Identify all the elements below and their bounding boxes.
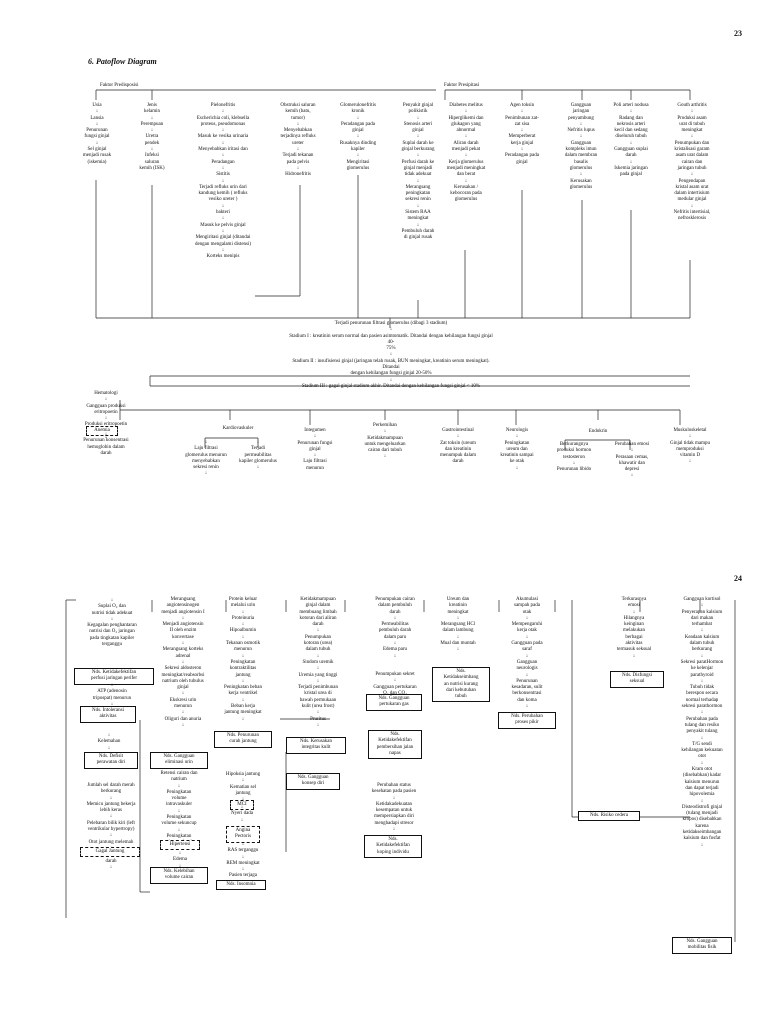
dx-eliminasi-urin: Nds. Gangguan eliminasi urin	[150, 752, 208, 769]
c5-cairan-paru: Penumpukan cairan dalam pembuluh darah ↓…	[375, 597, 415, 659]
dx-perfusi: Nds. Ketidakefektifan perfusi jaringan p…	[74, 668, 154, 685]
branch-endokrin: Endokrin	[588, 429, 608, 434]
branch-perkemihan: Perkemihan ↓ Ketidakmampuan untuk mengel…	[364, 423, 406, 460]
branch-integumen: Integumen ↓ Penurunan fungsi ginjal ↓ La…	[297, 428, 333, 471]
page-23: 23 6. Patoflow Diagram Faktor Predisposi…	[82, 29, 742, 479]
dx-disfungsi-seksual: Nds. Disfungsi seksual	[610, 671, 664, 688]
branch-gastrointestinal: Gastrointestinal ↓ Zat toksin (ureum dan…	[440, 428, 476, 465]
dx-kelebihan-cairan: Nds. Kelebihan volume cairan	[150, 867, 208, 884]
dx-intoleransi: Nds. Intoleransi aktivitas	[80, 706, 136, 723]
dx-risiko-cedera: Nds. Risiko cedera	[578, 811, 640, 822]
c5-sekret: Penumpukan sekret ↓ Gangguan pertukaran …	[373, 672, 417, 696]
c1-atp: ↓ ATP (adenosin tripospat) menurun ↓	[92, 683, 132, 707]
dx-mobilitas-fisik: Nds. Gangguan mobilitas fisik	[672, 937, 732, 954]
dx-proses-pikir: Nds. Perubahan proses pikir	[498, 712, 556, 729]
branch-neurologis: Neurologis ↓ Peningkatan ureum dan kreat…	[500, 428, 534, 471]
dx-anemia: Anemia	[86, 426, 118, 437]
c2-edema: ↓ Edema ↓	[173, 851, 187, 869]
faktor-predisposisi-label: Faktor Predisposisi	[100, 83, 139, 88]
endokrin-right: Perubahan emosi ↓ Perasaan cemas, khawat…	[614, 442, 650, 479]
section-heading: 6. Patoflow Diagram	[88, 57, 157, 66]
branch-kardiovaskuler: Kardiovaskuler	[222, 426, 254, 431]
dx-konsep-diri: Nds. Gangguan konsep diri	[286, 773, 340, 790]
c8-emosi: Terkurasnya emosi ↓ Hilangnya keinginan …	[616, 597, 652, 659]
c4-limbah: Ketidakmampuan ginjal dalam membuang lim…	[297, 597, 339, 728]
dx-curah-jantung: Nds. Penurunan curah jantung	[214, 731, 272, 748]
dx-insomnia: Nds. Insomnia	[216, 880, 266, 891]
cause-gouth: Gouth arthritis ↓ Produksi asam urat di …	[673, 103, 711, 222]
c1-kelemahan: ↓ Kelemahan ↓	[97, 733, 121, 751]
c2-angiotensin: Merangsang angiotensinogen menjadi angio…	[161, 597, 205, 728]
dx-koping: Nds. Ketidakefektifan koping individu	[364, 835, 422, 858]
central-stadium: Terjadi penurunan filtrasi glomerulus (d…	[289, 321, 493, 389]
dx-integritas-kulit: Nds. Kerusakan integritas kulit	[286, 737, 346, 754]
dx-jalan-napas: Nds. Ketidakefektifan pembersihan jalan …	[368, 730, 422, 760]
cause-polikistik: Penyakit ginjal polikistik ↓ Stenosis ar…	[401, 103, 435, 241]
dx-hipertensi: Hipertensi	[160, 840, 200, 851]
cause-jenis-kelamin: Jenis kelamin ↓ Perempuan ↓ Uretra pende…	[139, 103, 165, 171]
page-number: 24	[734, 574, 742, 583]
endokrin-left: Berkurangnya produksi hormon testosteron…	[556, 442, 592, 473]
c3-hipoksia: Hipoksia jantung ↓ Kematian sel jantung …	[225, 772, 261, 802]
cause-poli-arteri: Poli arteri nodusa ↓ Radang dan nekrosis…	[613, 103, 649, 178]
hemo-decrease: ↓ Penurunan konsentrasi hemoglobin dalam…	[83, 432, 129, 456]
dx-angina: Angina Pectoris	[226, 826, 260, 843]
cause-obstruksi: Obstruksi saluran kemih (batu, tumor) ↓ …	[280, 103, 316, 178]
faktor-presipitasi-label: Faktor Presipitasi	[444, 83, 480, 88]
c9-kortisol: Gangguan kortisol ↓ Penyerapan kalsium d…	[680, 597, 724, 848]
c7-otak: Akumulasi sampah pada otak ↓ Mempengaruh…	[511, 597, 543, 710]
branch-muskuloskeletal: Muskuloskeletal ↓ Ginjal tidak mampu mem…	[670, 428, 710, 465]
dx-nutrisi: Nds. Ketidakseimbang an nutrisi kurang d…	[432, 667, 490, 703]
dx-gagal-jantung: Gagal Jantung	[80, 847, 140, 858]
cause-jaringan-penyambung: Gangguan jaringan penyambung ↓ Nefritis …	[564, 103, 598, 190]
kardio-right: ↓ Terjadi permeabilitas kapiler glomerul…	[239, 440, 277, 471]
dx-defisit: Nds. Defisit perawatan diri	[84, 752, 138, 769]
dx-pertukaran-gas: Nds. Gangguan pertukaran gas	[366, 694, 422, 711]
page-24: 24 ↓ Suplai O₂ dan nutrisi tidak adekuat…	[0, 512, 768, 1024]
kardio-left: ↓ Laju filtrasi glomerulus menurun menye…	[185, 440, 227, 477]
cause-agen-toksin: Agen toksin ↓ Penimbunan zat- zat sisa ↓…	[504, 103, 539, 165]
dx-mci: MCI	[230, 800, 254, 811]
cause-pielonefritis: Pielonefritis ↓ Escherichia coli, klebse…	[194, 103, 252, 260]
cause-diabetes: Diabetes melitus ↓ Hiperglikemi dan gluk…	[446, 103, 486, 203]
c6-ureum: Ureum dan kreatinin meningkat ↓ Merangsa…	[440, 597, 476, 653]
cause-usia: Usia ↓ Lansia ↓ Penurunan fungsi ginjal …	[82, 103, 112, 165]
c5-koping: Perubahan status kesehatan pada pasien ↓…	[371, 783, 417, 833]
cause-glomerulonefritis: Glomerulonefritis kronik ↓ Peradangan pa…	[339, 103, 377, 171]
c1-darah: Jumlah sel darah merah berkurang ↓ Memic…	[86, 783, 136, 870]
c3-protein: Protein keluar melalui urin ↓ Proteinuri…	[224, 597, 262, 722]
c3-nyeri: ↓ Nyeri dada ↓	[230, 805, 254, 823]
c1-oxygen: ↓ Suplai O₂ dan nutrisi tidak adekuat ↓ …	[87, 598, 137, 648]
page-number: 23	[734, 29, 742, 38]
